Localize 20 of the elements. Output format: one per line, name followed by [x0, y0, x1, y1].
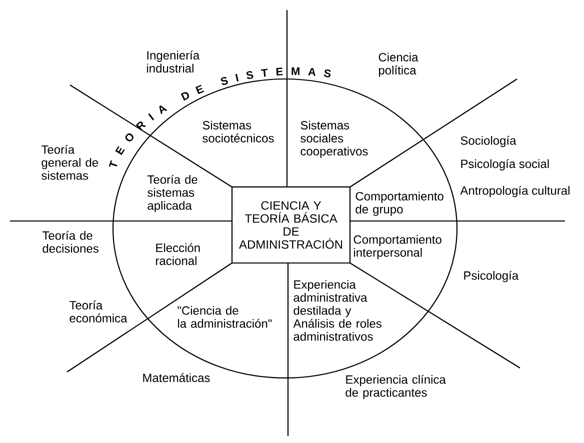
- text-label: Antropología cultural: [460, 186, 570, 198]
- text-label: Teoría económica: [69, 300, 128, 322]
- text-label: Teoría general de sistemas: [41, 144, 98, 180]
- text-label: Experiencia clínica de practicantes: [346, 374, 446, 400]
- sector-text: Teoría de sistemas aplicada: [147, 174, 198, 212]
- sector-text: Comportamiento interpersonal: [354, 235, 442, 260]
- text-label: Teoría de decisiones: [42, 230, 98, 253]
- text-label: Sociología: [460, 136, 516, 148]
- text-label: Psicología: [464, 270, 519, 282]
- text-label: Matemáticas: [143, 373, 210, 382]
- sector-text: Sistemas sociales cooperativos: [300, 120, 368, 158]
- sector-text: Comportamiento de grupo: [356, 192, 444, 216]
- text-label: Ingeniería industrial: [147, 50, 200, 73]
- sector-text: Sistemas sociotécnicos: [202, 120, 274, 142]
- text-label: Psicología social: [461, 159, 549, 170]
- sector-text: "Ciencia de la administración": [178, 306, 272, 328]
- sector-text: Elección racional: [156, 243, 200, 266]
- center-box: CIENCIA Y TEORÍA BÁSICA DE ADMINISTRACIÓN: [231, 186, 351, 264]
- text-label: Ciencia política: [378, 52, 418, 77]
- sector-text: Experiencia administrativa destilada y Análisis de roles administrativos: [293, 280, 382, 341]
